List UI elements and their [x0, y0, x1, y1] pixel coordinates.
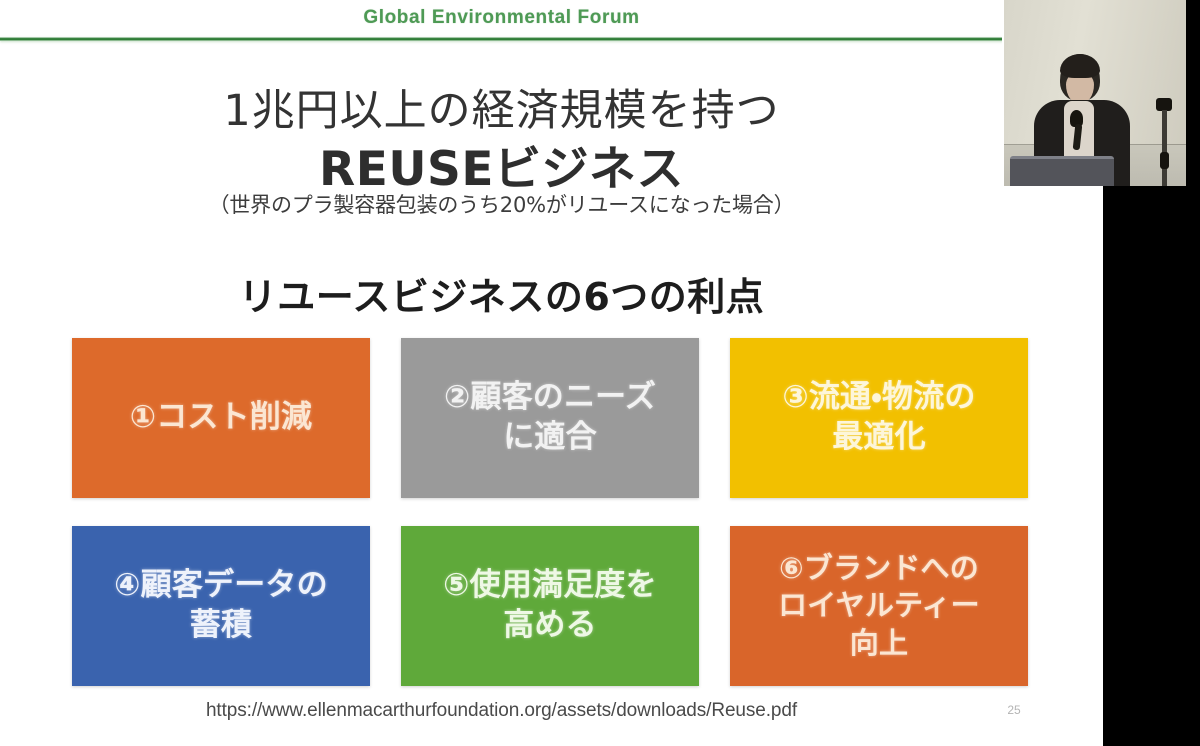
camera-icon: [1156, 98, 1172, 111]
header-divider-rule: [0, 37, 1003, 41]
benefit-label-1: ①コスト削減: [129, 399, 313, 436]
benefits-grid: ①コスト削減 ②顧客のニーズ に適合 ③流通・物流の 最適化 ④顧客データの 蓄…: [72, 338, 1028, 686]
camera-stand: [1162, 110, 1167, 186]
benefit-card-4: ④顧客データの 蓄積: [72, 526, 370, 686]
benefit-card-5: ⑤使用満足度を 高める: [401, 526, 699, 686]
benefit-card-6: ⑥ブランドへの ロイヤルティー 向上: [730, 526, 1028, 686]
camera-stand-knob: [1160, 152, 1169, 169]
section-heading: リユースビジネスの6つの利点: [238, 275, 765, 319]
presenter-hair: [1060, 54, 1100, 78]
forum-title: Global Environmental Forum: [363, 7, 640, 28]
podium: [1010, 156, 1114, 186]
slide-title-note: （世界のプラ製容器包装のうち20%がリユースになった場合）: [208, 193, 795, 217]
benefit-label-3: ③流通・物流の 最適化: [782, 379, 976, 455]
slide-title-line-1: 1兆円以上の経済規模を持つ: [223, 86, 780, 136]
benefit-label-4: ④顧客データの 蓄積: [114, 567, 328, 643]
presenter-video-feed[interactable]: [1002, 0, 1186, 186]
source-url-text: https://www.ellenmacarthurfoundation.org…: [205, 700, 798, 721]
benefit-card-3: ③流通・物流の 最適化: [730, 338, 1028, 498]
slide-page-number: 25: [1007, 703, 1021, 717]
benefit-label-2: ②顧客のニーズ に適合: [443, 379, 657, 455]
benefit-card-1: ①コスト削減: [72, 338, 370, 498]
slide-header: Global Environmental Forum: [0, 0, 1103, 44]
slide-title-line-2: REUSEビジネス: [319, 142, 684, 197]
benefit-label-5: ⑤使用満足度を 高める: [443, 567, 657, 643]
benefit-card-2: ②顧客のニーズ に適合: [401, 338, 699, 498]
presentation-slide: Global Environmental Forum 1兆円以上の経済規模を持つ…: [0, 0, 1103, 746]
microphone-icon: [1070, 110, 1083, 127]
benefit-label-6: ⑥ブランドへの ロイヤルティー 向上: [778, 551, 980, 660]
